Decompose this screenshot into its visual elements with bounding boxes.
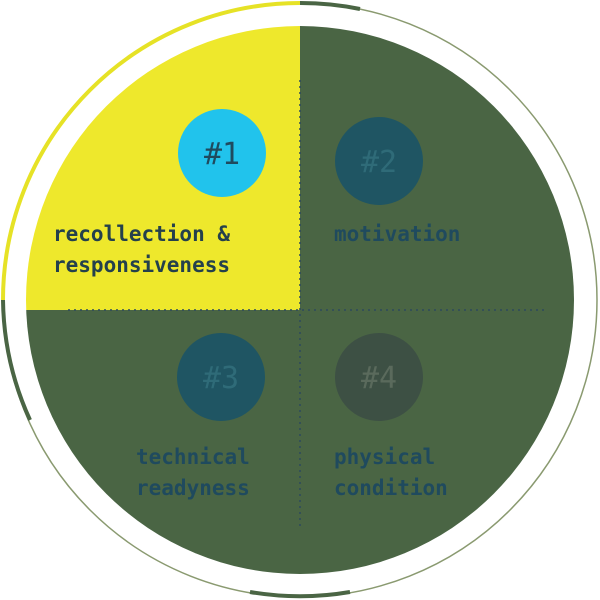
quadrant-4-label-line-1: physical [334,445,436,469]
badge-1-number: #1 [204,137,240,172]
outer-ring-top-arc [299,0,361,11]
badge-2-number: #2 [361,145,397,180]
badge-1-circle [178,109,266,197]
quadrant-2-label: motivation [334,219,460,250]
outer-ring-left-arc [1,299,32,421]
quadrant-3-label-line-2: readyness [136,476,250,500]
badge-4-circle [335,333,423,421]
quadrant-1-label: recollection & responsiveness [53,219,230,281]
quadrant-4-label: physical condition [334,442,448,504]
badge-3-number: #3 [203,361,239,396]
quadrant-2-label-line-1: motivation [334,222,461,246]
quadrant-4-label-line-2: condition [334,476,448,500]
badge-2: #2 [335,117,423,205]
quadrant-3-label: technical readyness [136,442,250,504]
quadrant-3-label-line-1: technical [136,445,250,469]
badge-4-number: #4 [361,361,397,396]
badge-1: #1 [178,109,266,197]
badge-4: #4 [335,333,423,421]
outer-ring-bottom-arc [249,590,351,599]
badge-3: #3 [177,333,265,421]
badge-2-circle [335,117,423,205]
quadrant-1-label-line-2: responsiveness [53,253,231,277]
quadrant-1-label-line-1: recollection & [53,222,231,246]
outer-ring-accent-arc [1,1,301,301]
badge-3-circle [177,333,265,421]
